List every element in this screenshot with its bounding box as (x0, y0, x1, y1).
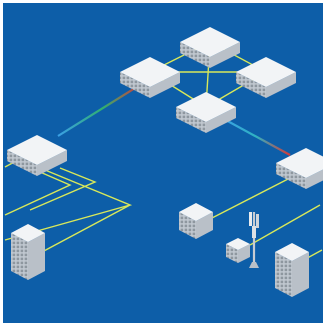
hub-cube-top (179, 203, 213, 221)
cell-tower-base (249, 262, 259, 268)
router-left (120, 57, 180, 98)
router-west (7, 135, 67, 176)
cell-tower-antenna-1 (249, 212, 252, 226)
small-hub-side-left (226, 244, 238, 263)
router-top-face (180, 27, 240, 57)
fiber-link-east (221, 117, 291, 156)
small-hub-side-right (238, 244, 250, 263)
router-center-side-right (206, 107, 236, 133)
small-hub (226, 238, 250, 263)
cable-left-2 (4, 171, 72, 216)
server-right-top (275, 243, 309, 261)
cable-right-1 (211, 177, 291, 219)
router-top-side-left (180, 42, 210, 68)
router-west-side-right (37, 150, 67, 176)
router-center-side-left (176, 107, 206, 133)
cell-tower-antenna-3 (252, 226, 256, 238)
router-east (276, 148, 326, 189)
server-right (275, 243, 309, 297)
cable-right-2 (249, 204, 321, 246)
router-left-side-right (150, 72, 180, 98)
router-east-face (276, 148, 326, 178)
server-left (11, 224, 45, 280)
router-west-side-left (7, 150, 37, 176)
fiber-link-west (57, 84, 141, 137)
router-right (236, 57, 296, 98)
router-center (176, 92, 236, 133)
router-top-side-right (210, 42, 240, 68)
router-left-face (120, 57, 180, 87)
left-cabling (4, 159, 133, 253)
router-east-side-right (306, 168, 326, 189)
small-hub-top (226, 238, 250, 250)
cell-tower-antenna-2 (256, 214, 259, 228)
cable-left-3 (29, 167, 97, 211)
server-left-side-left (11, 233, 28, 280)
router-center-face (176, 92, 236, 122)
router-east-side-left (276, 163, 306, 189)
cable-left-4 (41, 204, 131, 253)
router-left-side-left (120, 72, 150, 98)
hub-cube (179, 203, 213, 239)
router-right-side-right (266, 72, 296, 98)
server-left-top (11, 224, 45, 242)
router-right-side-left (236, 72, 266, 98)
server-right-side-left (275, 252, 292, 297)
server-left-side-right (28, 233, 45, 280)
router-right-face (236, 57, 296, 87)
cell-tower (249, 212, 259, 268)
router-top (180, 27, 240, 68)
server-right-side-right (292, 252, 309, 297)
router-west-face (7, 135, 67, 165)
